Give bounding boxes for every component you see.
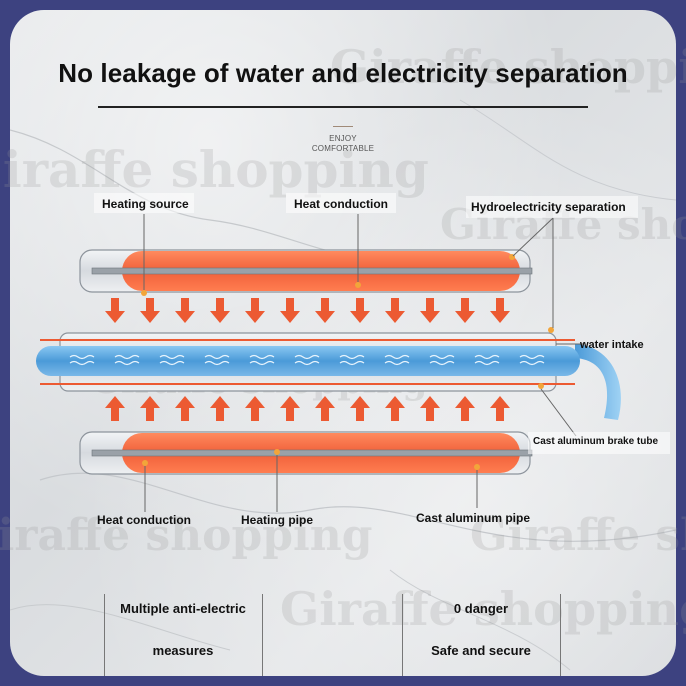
label-backdrop bbox=[528, 432, 670, 454]
heat-arrows-down bbox=[105, 298, 510, 323]
divider bbox=[402, 594, 403, 676]
bottom-heating-tube bbox=[79, 431, 533, 475]
feature-safe-secure: Safe and secure bbox=[431, 643, 531, 658]
label-heating-source: Heating source bbox=[102, 197, 189, 211]
title-underline bbox=[98, 106, 588, 108]
divider bbox=[262, 594, 263, 676]
feature-zero-danger: 0 danger bbox=[453, 601, 509, 616]
heat-arrows-up bbox=[105, 396, 510, 421]
leader-lines bbox=[143, 214, 584, 512]
label-heat-conduction-top: Heat conduction bbox=[294, 197, 389, 211]
page-title: No leakage of water and electricity sepa… bbox=[58, 58, 628, 88]
watermark: Giraffe shopping bbox=[280, 582, 686, 636]
label-water-intake: water intake bbox=[580, 339, 644, 351]
watermark: Giraffe shopping bbox=[330, 40, 686, 94]
subtitle-enjoy: ENJOY bbox=[329, 134, 357, 143]
subtitle-dash bbox=[333, 126, 353, 127]
label-cast-aluminum-brake-tube: Cast aluminum brake tube bbox=[533, 436, 659, 447]
label-heat-conduction-bottom: Heat conduction bbox=[97, 513, 192, 527]
watermark: Giraffe shopping bbox=[0, 510, 373, 561]
label-backdrop bbox=[94, 193, 194, 213]
label-cast-aluminum-pipe: Cast aluminum pipe bbox=[416, 511, 531, 525]
divider bbox=[104, 594, 105, 676]
watermark: Giraffe shopping bbox=[0, 140, 429, 199]
feature-anti-electric-line2: measures bbox=[152, 643, 214, 658]
watermark: Giraffe shopping bbox=[470, 510, 686, 561]
divider bbox=[560, 594, 561, 676]
label-hydroelectricity-separation: Hydroelectricity separation bbox=[471, 200, 626, 214]
label-backdrop bbox=[466, 196, 638, 218]
feature-anti-electric-line1: Multiple anti-electric bbox=[120, 601, 246, 616]
label-backdrop bbox=[286, 193, 396, 213]
water-pipe bbox=[36, 327, 621, 420]
top-heating-tube bbox=[79, 249, 533, 296]
subtitle-comfortable: COMFORTABLE bbox=[311, 144, 375, 153]
label-heating-pipe: Heating pipe bbox=[241, 513, 314, 527]
